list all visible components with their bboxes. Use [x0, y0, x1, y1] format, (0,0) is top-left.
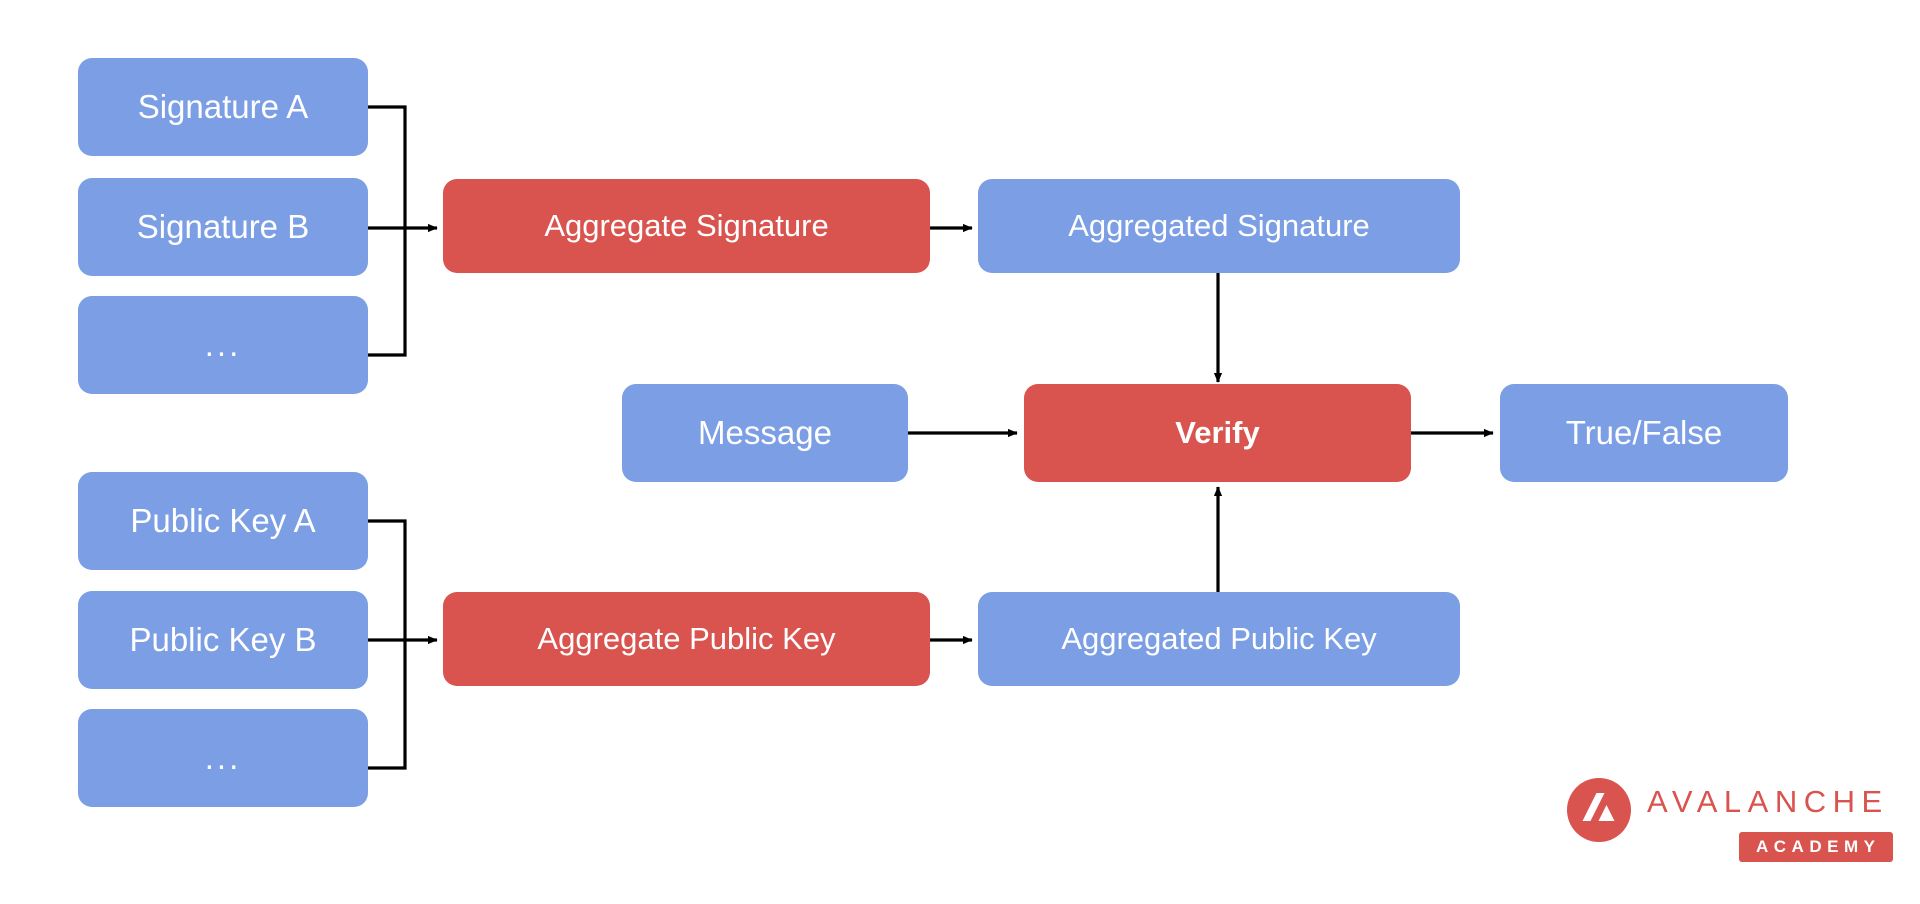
avalanche-academy-logo: AVALANCHE ACADEMY	[1567, 770, 1897, 865]
node-label: True/False	[1565, 413, 1723, 451]
node-label: Signature A	[137, 87, 309, 125]
edge-sig-more	[368, 228, 407, 357]
node-public-key-a[interactable]: Public Key A	[78, 472, 368, 570]
node-aggregated-signature[interactable]: Aggregated Signature	[978, 179, 1460, 273]
node-true-false[interactable]: True/False	[1500, 384, 1788, 482]
node-signature-a[interactable]: Signature A	[78, 58, 368, 156]
node-label: Public Key B	[129, 620, 317, 658]
node-signature-more[interactable]: ...	[78, 296, 368, 394]
node-verify[interactable]: Verify	[1024, 384, 1411, 482]
node-label: Signature B	[136, 207, 310, 245]
node-label: Aggregate Public Key	[537, 620, 836, 656]
node-label: Aggregate Signature	[544, 207, 829, 243]
node-aggregate-signature[interactable]: Aggregate Signature	[443, 179, 930, 273]
node-label: ...	[204, 738, 242, 776]
avalanche-triangle-icon	[1567, 778, 1631, 842]
edge-pk-a	[368, 519, 407, 640]
node-label: Message	[698, 413, 832, 451]
edge-pk-more	[368, 640, 407, 770]
node-label: Aggregated Signature	[1068, 207, 1370, 243]
node-label: Aggregated Public Key	[1061, 620, 1377, 656]
edge-sig-a	[368, 105, 407, 228]
node-label: Public Key A	[130, 501, 316, 539]
logo-wordmark: AVALANCHE	[1647, 784, 1889, 819]
logo-academy-badge: ACADEMY	[1739, 832, 1894, 862]
node-public-key-more[interactable]: ...	[78, 709, 368, 807]
node-aggregated-public-key[interactable]: Aggregated Public Key	[978, 592, 1460, 686]
node-public-key-b[interactable]: Public Key B	[78, 591, 368, 689]
node-signature-b[interactable]: Signature B	[78, 178, 368, 276]
node-message[interactable]: Message	[622, 384, 908, 482]
node-aggregate-public-key[interactable]: Aggregate Public Key	[443, 592, 930, 686]
node-label: Verify	[1175, 414, 1260, 450]
node-label: ...	[204, 325, 242, 363]
